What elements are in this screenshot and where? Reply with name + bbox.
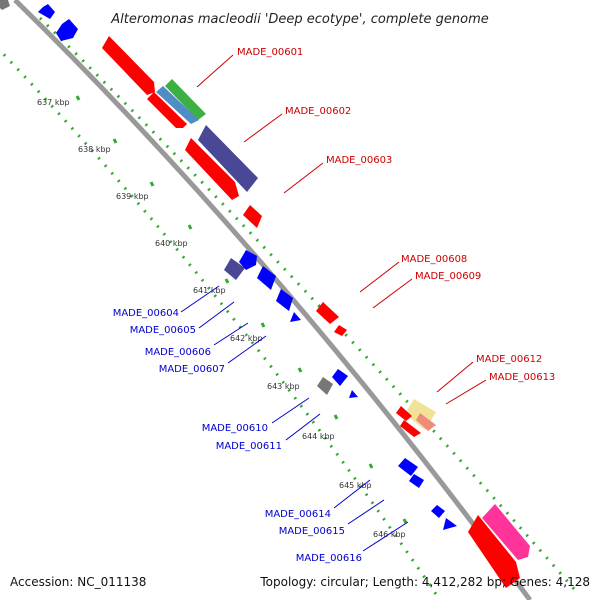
leader-line (271, 397, 310, 424)
gene-label-made-00613[interactable]: MADE_00613 (489, 372, 555, 383)
kbp-tick-mark (260, 322, 266, 328)
kbp-tick-mark (187, 224, 193, 230)
leader-line (362, 521, 409, 552)
gene-label-made-00602[interactable]: MADE_00602 (285, 106, 351, 117)
gene-feature-arrow (165, 79, 206, 120)
gene-feature-arrow (443, 518, 457, 530)
leader-line (180, 285, 220, 313)
gene-label-made-00605[interactable]: MADE_00605 (130, 325, 196, 336)
gene-feature-arrow (396, 406, 412, 421)
leader-line (213, 322, 249, 346)
kbp-tick-label: 641 kbp (193, 286, 226, 295)
gene-feature-arrow (431, 505, 445, 518)
leader-line (359, 261, 400, 293)
gene-label-made-00603[interactable]: MADE_00603 (326, 155, 392, 166)
kbp-tick-label: 639 kbp (116, 192, 149, 201)
kbp-tick-mark (333, 414, 339, 420)
kbp-tick-mark (402, 518, 408, 524)
leader-line (372, 278, 413, 309)
gene-feature-arrow (290, 312, 301, 322)
gene-label-made-00614[interactable]: MADE_00614 (265, 509, 331, 520)
inner-guide-track (0, 48, 442, 600)
gene-feature-arrow (334, 325, 347, 336)
gene-label-made-00612[interactable]: MADE_00612 (476, 354, 542, 365)
gene-label-made-00616[interactable]: MADE_00616 (296, 553, 362, 564)
gene-feature-arrow (198, 125, 258, 192)
kbp-tick-label: 637 kbp (37, 98, 70, 107)
gene-label-made-00604[interactable]: MADE_00604 (113, 308, 179, 319)
reverse-gene-labels: MADE_00604 MADE_00605 MADE_00606 MADE_00… (113, 308, 362, 564)
gene-label-made-00611[interactable]: MADE_00611 (216, 441, 282, 452)
genome-summary-label: Topology: circular; Length: 4,412,282 bp… (259, 575, 590, 589)
gene-label-made-00601[interactable]: MADE_00601 (237, 47, 303, 58)
kbp-tick-label: 642 kbp (230, 334, 263, 343)
kbp-tick-mark (149, 181, 155, 187)
gene-feature-arrow (316, 302, 339, 324)
gene-feature-arrow (468, 515, 520, 588)
gene-feature-arrow (38, 4, 55, 19)
gene-feature-arrow (482, 504, 530, 560)
genome-backbone (13, 0, 533, 600)
gene-feature-arrow (398, 458, 418, 476)
leader-line (227, 335, 267, 364)
leader-line (436, 361, 474, 393)
gene-label-made-00610[interactable]: MADE_00610 (202, 423, 268, 434)
leader-line (283, 162, 324, 194)
gene-label-made-00607[interactable]: MADE_00607 (159, 364, 225, 375)
gene-feature-arrow (243, 205, 262, 228)
map-title: Alteromonas macleodii 'Deep ecotype', co… (110, 12, 488, 27)
kbp-tick-label: 644 kbp (302, 432, 335, 441)
leader-line (347, 499, 385, 525)
kbp-tick-mark (297, 367, 303, 373)
leader-line (445, 379, 487, 405)
kbp-tick-label: 638 kbp (78, 145, 111, 154)
gene-feature-arrow (147, 92, 187, 128)
kbp-tick-label: 643 kbp (267, 382, 300, 391)
accession-label: Accession: NC_011138 (10, 575, 146, 589)
gene-features (0, 0, 530, 588)
gene-feature-arrow (400, 420, 421, 437)
kbp-tick-mark (112, 138, 118, 144)
kbp-tick-label: 645 kbp (339, 481, 372, 490)
kbp-tick-mark (224, 278, 230, 284)
gene-feature-arrow (276, 289, 293, 311)
gene-label-made-00606[interactable]: MADE_00606 (145, 347, 211, 358)
gene-feature-arrow (185, 138, 239, 200)
leader-line (243, 113, 283, 143)
gene-feature-arrow (0, 0, 10, 10)
gene-feature-arrow (349, 390, 358, 398)
gene-feature-arrow (56, 19, 78, 41)
kbp-tick-marks (75, 95, 408, 524)
leader-line (198, 301, 235, 329)
gene-feature-arrow (239, 250, 257, 270)
leader-line (285, 413, 321, 441)
gene-feature-arrow (102, 36, 155, 95)
kbp-tick-labels: 637 kbp 638 kbp 639 kbp 640 kbp 641 kbp … (37, 98, 406, 539)
gene-feature-arrow (224, 258, 245, 280)
gene-feature-arrow (257, 266, 276, 290)
kbp-tick-mark (75, 95, 81, 101)
leader-line (196, 54, 234, 88)
gene-feature-arrow (156, 86, 199, 124)
gene-feature-arrow (317, 377, 333, 395)
gene-feature-arrow (416, 413, 436, 431)
forward-gene-labels: MADE_00601 MADE_00602 MADE_00603 MADE_00… (237, 47, 555, 383)
gene-feature-arrow (409, 474, 424, 488)
leader-line (333, 479, 371, 509)
gene-label-made-00608[interactable]: MADE_00608 (401, 254, 467, 265)
kbp-tick-mark (368, 463, 374, 469)
kbp-tick-label: 640 kbp (155, 239, 188, 248)
gene-label-made-00615[interactable]: MADE_00615 (279, 526, 345, 537)
gene-feature-arrow (332, 369, 348, 386)
label-leader-lines (180, 54, 487, 552)
gene-label-made-00609[interactable]: MADE_00609 (415, 271, 481, 282)
